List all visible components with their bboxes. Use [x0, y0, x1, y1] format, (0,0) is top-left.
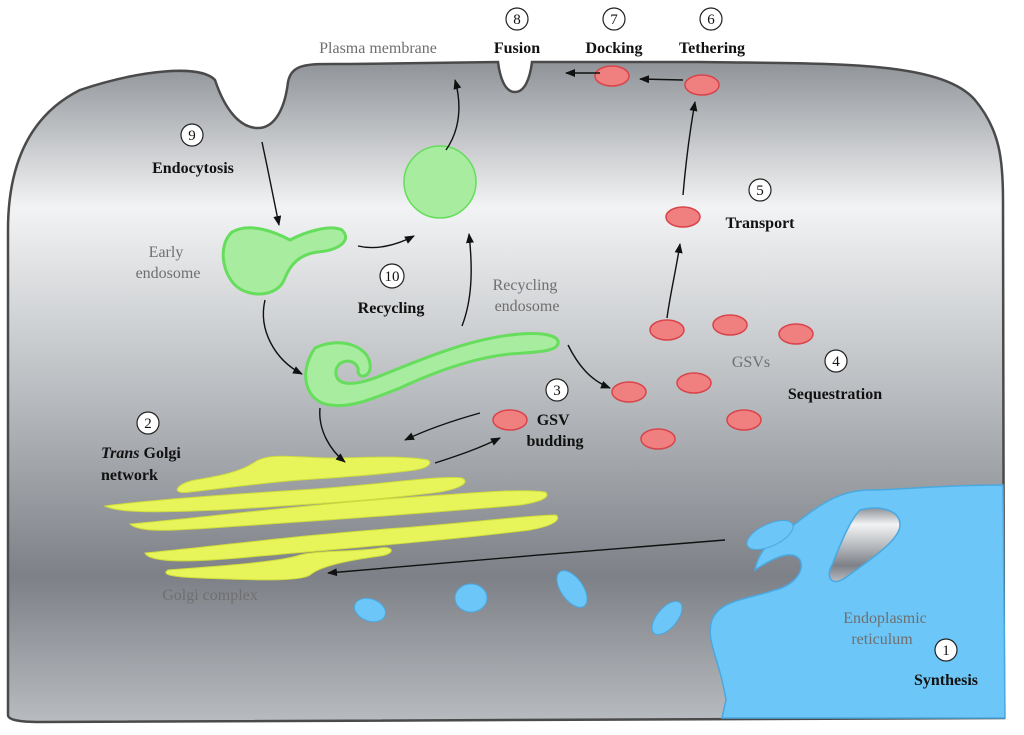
- step-number-circle: [505, 7, 529, 31]
- recycling-endosome: [304, 332, 560, 408]
- step-2: 2 Trans Golgi network: [101, 411, 181, 484]
- er-vesicle: [556, 570, 588, 608]
- step-10: 10 Recycling: [358, 263, 425, 317]
- gsv-vesicle: [640, 428, 676, 450]
- step-label: Synthesis: [914, 672, 978, 689]
- step-label: Sequestration: [788, 386, 882, 403]
- step-number-circle: [934, 638, 958, 662]
- step-3: 3 GSV budding: [527, 378, 584, 450]
- step-number: 6: [707, 12, 715, 28]
- step-label: Recycling: [358, 300, 425, 317]
- gsv-vesicle: [594, 65, 630, 87]
- er-vesicle: [454, 583, 488, 613]
- gsv-vesicle: [712, 314, 748, 336]
- er-vesicle: [746, 519, 794, 551]
- step-5: 5 Transport: [725, 178, 795, 232]
- step-label: Transport: [725, 215, 795, 232]
- gsv-vesicle: [684, 74, 720, 96]
- er-label: Endoplasmic reticulum: [843, 610, 931, 648]
- step-number-circle: [379, 263, 405, 289]
- gsv-vesicle: [611, 381, 647, 403]
- step-number: 1: [942, 643, 950, 659]
- step-number: 3: [553, 383, 561, 399]
- gsvs-label: GSVs: [732, 354, 770, 371]
- gsv-vesicle: [492, 409, 528, 431]
- step-label: GSV budding: [527, 412, 584, 450]
- step-6: 6 Tethering: [679, 7, 745, 57]
- er-vesicle: [651, 600, 683, 636]
- step-number-circle: [180, 123, 204, 147]
- step-number: 9: [188, 128, 196, 144]
- gsv-vesicle: [665, 206, 701, 228]
- step-number: 2: [144, 416, 152, 432]
- gsv-vesicles: [492, 65, 814, 450]
- step-number: 7: [610, 12, 618, 28]
- er-vesicle: [354, 597, 386, 623]
- step-number-circle: [824, 349, 848, 373]
- step-number-circle: [699, 7, 723, 31]
- step-number: 4: [832, 354, 840, 370]
- early-endosome-label: Early endosome: [136, 244, 201, 282]
- step-label-line2: network: [101, 467, 158, 484]
- step-7: 7 Docking: [586, 7, 643, 57]
- step-4: 4 Sequestration: [788, 349, 882, 403]
- early-endosome: [221, 226, 348, 296]
- step-label: Docking: [586, 40, 643, 57]
- pathway-arrows: [261, 69, 726, 577]
- endoplasmic-reticulum: [709, 484, 1006, 719]
- step-label: Tethering: [679, 40, 745, 57]
- recycling-vesicle: [403, 145, 477, 219]
- golgi-complex: [103, 455, 559, 581]
- er-notch: [828, 507, 901, 583]
- step-1: 1 Synthesis: [914, 638, 978, 689]
- recycling-endosome-label: Recycling endosome: [493, 277, 562, 315]
- step-label: Endocytosis: [152, 160, 234, 177]
- step-label: Trans Golgi: [101, 445, 181, 462]
- step-number-circle: [545, 378, 569, 402]
- gsv-vesicle: [726, 409, 762, 431]
- plasma-membrane-label: Plasma membrane: [319, 40, 437, 57]
- step-number: 8: [513, 12, 521, 28]
- step-number-circle: [602, 7, 626, 31]
- step-8: 8 Fusion: [494, 7, 540, 57]
- golgi-complex-label: Golgi complex: [162, 587, 258, 604]
- gsv-vesicle: [676, 372, 712, 394]
- gsv-vesicle: [778, 323, 814, 345]
- step-number: 5: [756, 183, 764, 199]
- step-number-circle: [748, 178, 772, 202]
- step-number-circle: [136, 411, 160, 435]
- step-number: 10: [385, 269, 400, 285]
- step-9: 9 Endocytosis: [152, 123, 234, 177]
- step-label: Fusion: [494, 40, 540, 57]
- gsv-vesicle: [649, 319, 685, 341]
